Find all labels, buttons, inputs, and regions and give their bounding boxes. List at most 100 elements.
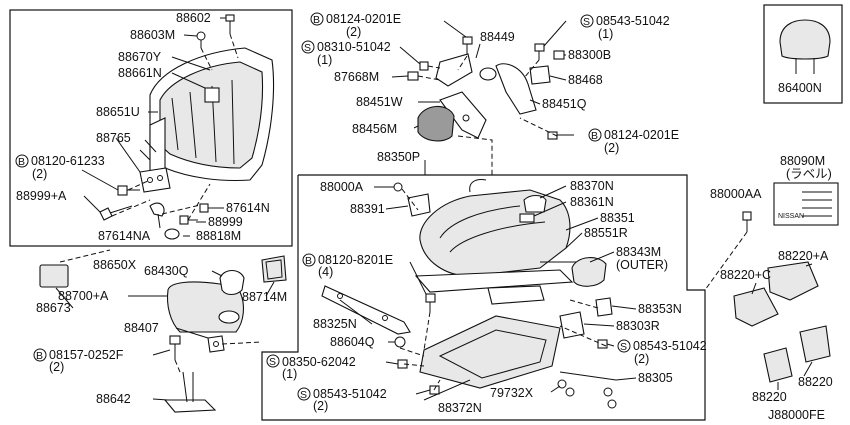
label-08124-top-qty: (2) [346,25,361,39]
label-08543-top-qty: (1) [598,27,613,41]
b-symbol-08120-61233-text: B [18,156,25,168]
label-88670Y: 88670Y [118,50,162,64]
bracket-88407 [207,335,225,353]
label-88370N: 88370N [570,179,614,193]
label-88651U: 88651U [96,105,140,119]
dash-88000AA [704,231,748,291]
label-88351: 88351 [600,211,635,225]
s-symbol-08543-right-text: S [620,341,627,353]
label-88361N: 88361N [570,195,614,209]
label-87614N: 87614N [226,201,270,215]
label-88350P: 88350P [377,150,420,164]
label-08124-mid-qty: (2) [604,141,619,155]
label-88999A: 88999+A [16,189,67,203]
leader-lines [55,17,813,401]
label-88220A: 88220+A [778,249,829,263]
headrest-86400N [779,19,831,74]
label-88303R: 88303R [616,319,660,333]
clip-88361N [519,213,535,223]
bolt-87614N [199,203,216,213]
label-88551R: 88551R [584,226,628,240]
bracket-88449 [435,53,473,87]
label-88603M: 88603M [130,28,175,42]
knob-88300B [553,50,565,60]
label-08310: 08310-51042 [317,40,391,54]
stopper-88000A [393,182,403,192]
bolt-08120-61233 [117,185,140,196]
armrest-88700A [166,281,245,333]
label-08543-right-qty: (2) [634,352,649,366]
label-08543-bot: 08543-51042 [313,387,387,401]
label-88818M: 88818M [196,229,241,243]
label-88090M: 88090M [780,154,825,168]
seatback-dash-links [111,179,211,221]
bracket-88303R [559,311,585,339]
label-08157: 08157-0252F [49,348,124,362]
label-88353N: 88353N [638,302,682,316]
label-88220-left: 88220 [752,390,787,404]
label-88407: 88407 [124,321,159,335]
s-symbol-08543-bot [297,387,311,401]
label-08120-61233: 08120-61233 [31,154,105,168]
rod-88305 [559,371,617,409]
b-symbol-08124-top-text: B [313,14,320,26]
cap-88468 [529,65,551,85]
label-87668M: 87668M [334,70,379,84]
cover-88456M [417,105,455,142]
s-symbol-08350 [266,354,280,368]
cover-88220C [733,287,779,327]
label-08120-8201E: 08120-8201E [318,253,393,267]
cover-88220A [767,261,819,301]
bolt-08124-top [462,36,473,56]
wire-88370N [469,179,487,193]
spring-79732X [557,379,575,397]
part-labels: 88602 88603M 88670Y 88661N 88651U 88765 … [16,11,833,422]
label-08120-61233-qty: (2) [32,167,47,181]
label-08350: 08350-62042 [282,355,356,369]
seat-cushion-assembly [414,179,579,305]
label-88343M: 88343M [616,245,661,259]
cover-88220-right [799,325,831,363]
label-88000AA: 88000AA [710,187,762,201]
label-card-88090M: NISSAN [773,182,839,226]
label-88468: 88468 [568,73,603,87]
hook-87614NA [149,202,165,217]
bolt-88602 [225,14,235,34]
pad-88370N [523,194,547,213]
s-symbol-08543-bot-text: S [300,389,307,401]
screw-88000AA [742,211,752,232]
s-symbol-08350-text: S [269,356,276,368]
label-08350-qty: (1) [282,367,297,381]
label-88090M-sub: (ラベル) [786,167,832,181]
s-symbol-08310-text: S [304,42,311,54]
label-card-brand: NISSAN [778,213,804,220]
bolt-08120-8201E [425,293,436,312]
b-symbol-08157-text: B [36,350,43,362]
pad-88673 [39,264,69,288]
label-86400N: 86400N [778,81,822,95]
label-08543-right: 08543-51042 [633,339,707,353]
label-08124-mid: 08124-0201E [604,128,679,142]
lever-88451W [439,91,487,139]
bolt-symbols: B S S B B B B S S S [15,12,631,401]
bolt-88603M [196,31,206,48]
s-symbol-08543-right [617,339,631,353]
seatback-side-bracket [149,117,166,177]
seatback-frame [9,9,293,247]
label-88451Q: 88451Q [542,97,587,111]
dash-88602 [229,33,239,59]
bolt-08157 [169,335,181,360]
label-88220C: 88220+C [720,268,771,282]
bracket-88353N [595,297,613,317]
bolt-08310 [419,61,429,71]
label-88673: 88673 [36,301,71,315]
bolt-88999A [99,205,133,221]
label-88325N: 88325N [313,317,357,331]
armrest-dash-links [59,249,263,373]
seat-frame-88551R [414,269,574,293]
seatback-cover [159,61,264,169]
b-symbol-08120-8201E [302,253,316,267]
tray-88372N [419,315,561,389]
label-88449: 88449 [480,30,515,44]
